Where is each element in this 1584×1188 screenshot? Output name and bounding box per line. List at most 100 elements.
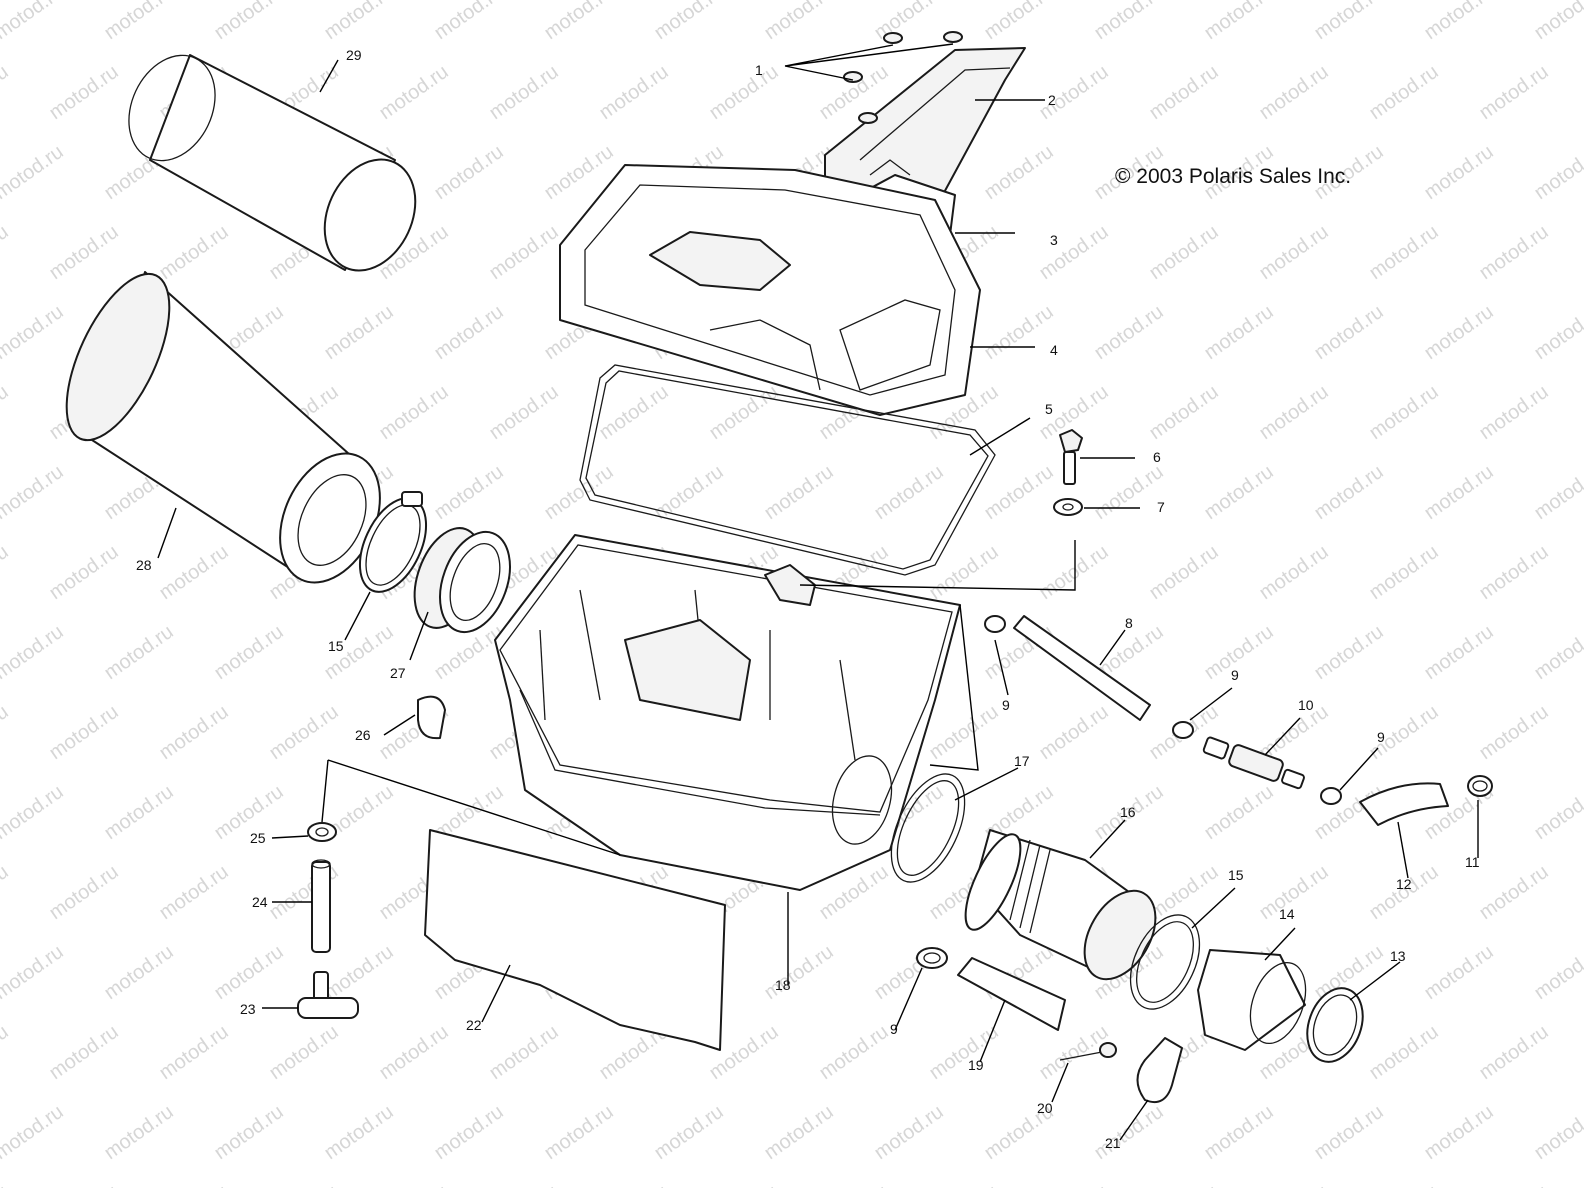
watermark-text: motod.ru <box>760 941 837 1004</box>
callout-labels: 1 2 3 4 5 6 7 8 9 9 10 9 11 12 13 14 15 … <box>136 47 1480 1151</box>
watermark-text: motod.ru <box>0 861 13 924</box>
watermark-text: motod.ru <box>1420 941 1497 1004</box>
watermark-text: motod.ru <box>705 1181 782 1188</box>
part-22-panel <box>424 829 726 1051</box>
part-5-seal <box>579 364 996 576</box>
watermark-text: motod.ru <box>430 0 507 44</box>
watermark-text: motod.ru <box>320 1101 397 1164</box>
part-24-drain-tube <box>311 859 331 953</box>
callout-24: 24 <box>252 894 268 910</box>
watermark-text: motod.ru <box>265 1021 342 1084</box>
callout-14: 14 <box>1279 906 1295 922</box>
watermark-text: motod.ru <box>1255 61 1332 124</box>
callout-7: 7 <box>1157 499 1165 515</box>
callout-11: 11 <box>1465 854 1480 870</box>
watermark-text: motod.ru <box>1530 621 1584 684</box>
watermark-text: motod.ru <box>1090 461 1167 524</box>
watermark-text: motod.ru <box>1475 61 1552 124</box>
watermark-text: motod.ru <box>375 1021 452 1084</box>
part-19-vent-hose <box>957 957 1066 1031</box>
callout-25: 25 <box>250 830 266 846</box>
watermark-text: motod.ru <box>650 0 727 44</box>
watermark-text: motod.ru <box>1310 0 1387 44</box>
callout-9b: 9 <box>1231 667 1239 683</box>
watermark-text: motod.ru <box>705 61 782 124</box>
part-7-washer <box>1053 498 1083 516</box>
watermark-text: motod.ru <box>155 1021 232 1084</box>
watermark-text: motod.ru <box>45 1021 122 1084</box>
callout-21: 21 <box>1105 1135 1121 1151</box>
callout-15a: 15 <box>328 638 344 654</box>
watermark-text: motod.ru <box>980 461 1057 524</box>
watermark-text: motod.ru <box>0 701 13 764</box>
watermark-text: motod.ru <box>375 61 452 124</box>
callout-13: 13 <box>1390 948 1406 964</box>
watermark-text: motod.ru <box>100 941 177 1004</box>
watermark-text: motod.ru <box>1365 861 1442 924</box>
watermark-text: motod.ru <box>485 1021 562 1084</box>
watermark-text: motod.ru <box>760 1101 837 1164</box>
callout-18: 18 <box>775 977 791 993</box>
watermark-text: motod.ru <box>1035 541 1112 604</box>
watermark-text: motod.ru <box>1145 861 1222 924</box>
watermark-text: motod.ru <box>980 0 1057 44</box>
watermark-text: motod.ru <box>1530 0 1584 44</box>
callout-23: 23 <box>240 1001 256 1017</box>
watermark-text: motod.ru <box>1475 1021 1552 1084</box>
part-15-clamp-left <box>358 491 428 593</box>
watermark-text: motod.ru <box>1475 1181 1552 1188</box>
part-9-clamp-upper <box>984 615 1006 633</box>
watermark-text: motod.ru <box>210 0 287 44</box>
watermark-text: motod.ru <box>925 1181 1002 1188</box>
callout-27: 27 <box>390 665 406 681</box>
watermark-text: motod.ru <box>100 1101 177 1164</box>
watermark-text: motod.ru <box>1365 541 1442 604</box>
watermark-text: motod.ru <box>870 0 947 44</box>
callout-19: 19 <box>968 1057 984 1073</box>
watermark-text: motod.ru <box>485 61 562 124</box>
watermark-text: motod.ru <box>1145 541 1222 604</box>
watermark-text: motod.ru <box>45 1181 122 1188</box>
part-28-air-filter <box>65 271 381 584</box>
watermark-text: motod.ru <box>1475 381 1552 444</box>
part-9-clamp-bottom <box>916 947 948 969</box>
part-23-tee-fitting <box>297 971 359 1019</box>
watermark-text: motod.ru <box>485 1181 562 1188</box>
watermark-text: motod.ru <box>430 301 507 364</box>
part-11-clamp <box>1467 775 1493 797</box>
callout-1: 1 <box>755 62 763 78</box>
watermark-text: motod.ru <box>485 221 562 284</box>
watermark-text: motod.ru <box>1145 61 1222 124</box>
watermark-text: motod.ru <box>0 1101 68 1164</box>
leader-lines <box>157 43 1479 1141</box>
watermark-text: motod.ru <box>925 701 1002 764</box>
part-10-check-valve <box>1202 736 1305 790</box>
watermark-text: motod.ru <box>1200 301 1277 364</box>
watermark-text: motod.ru <box>1310 461 1387 524</box>
callout-10: 10 <box>1298 697 1314 713</box>
callout-9c: 9 <box>1377 729 1385 745</box>
watermark-text: motod.ru <box>1365 61 1442 124</box>
watermark-text: motod.ru <box>1530 141 1584 204</box>
watermark-text: motod.ru <box>540 1101 617 1164</box>
part-18-housing <box>494 534 961 891</box>
watermark-text: motod.ru <box>0 621 68 684</box>
watermark-text: motod.ru <box>430 1101 507 1164</box>
watermark-text: motod.ru <box>430 141 507 204</box>
watermark-text: motod.ru <box>1090 1101 1167 1164</box>
part-9-clamp-mid <box>1172 721 1194 739</box>
watermark-text: motod.ru <box>1310 621 1387 684</box>
watermark-text: motod.ru <box>100 621 177 684</box>
watermark-text: motod.ru <box>0 0 68 44</box>
watermark-text: motod.ru <box>1420 1101 1497 1164</box>
callout-26: 26 <box>355 727 371 743</box>
watermark-text: motod.ru <box>595 381 672 444</box>
watermark-text: motod.ru <box>815 1181 892 1188</box>
watermark-text: motod.ru <box>1035 701 1112 764</box>
watermark-text: motod.ru <box>980 301 1057 364</box>
watermark-text: motod.ru <box>925 541 1002 604</box>
watermark-text: motod.ru <box>485 381 562 444</box>
watermark-text: motod.ru <box>1365 221 1442 284</box>
watermark-text: motod.ru <box>45 701 122 764</box>
watermark-text: motod.ru <box>320 301 397 364</box>
